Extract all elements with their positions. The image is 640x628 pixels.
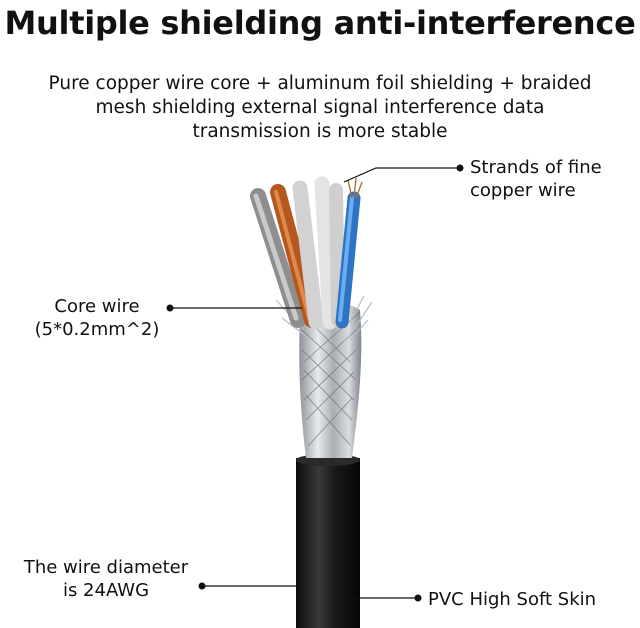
leader-strands [343,164,464,183]
core-wire-gray-highlight [253,193,299,321]
leader-skin [354,594,422,602]
callout-wire-diameter: The wire diameter is 24AWG [23,557,189,601]
core-wire-orange-highlight [274,190,311,320]
core-wire-white-1 [292,180,324,330]
core-wire-white-3 [329,183,345,327]
core-wire-white-2 [314,176,338,330]
leader-core [166,304,302,312]
callout-core-wire: Core wire (5*0.2mm^2) [34,296,160,340]
core-wire-blue [335,191,361,329]
copper-strands [347,177,363,199]
leader-diameter [198,582,298,590]
subtitle: Pure copper wire core + aluminum foil sh… [48,73,592,142]
pvc-jacket [296,458,360,628]
core-wire-blue-highlight [338,196,354,322]
braided-mesh [299,311,361,447]
callout-strands: Strands of fine copper wire [470,157,602,201]
page-title: Multiple shielding anti-interference [4,4,636,42]
callout-pvc-skin: PVC High Soft Skin [428,589,597,610]
